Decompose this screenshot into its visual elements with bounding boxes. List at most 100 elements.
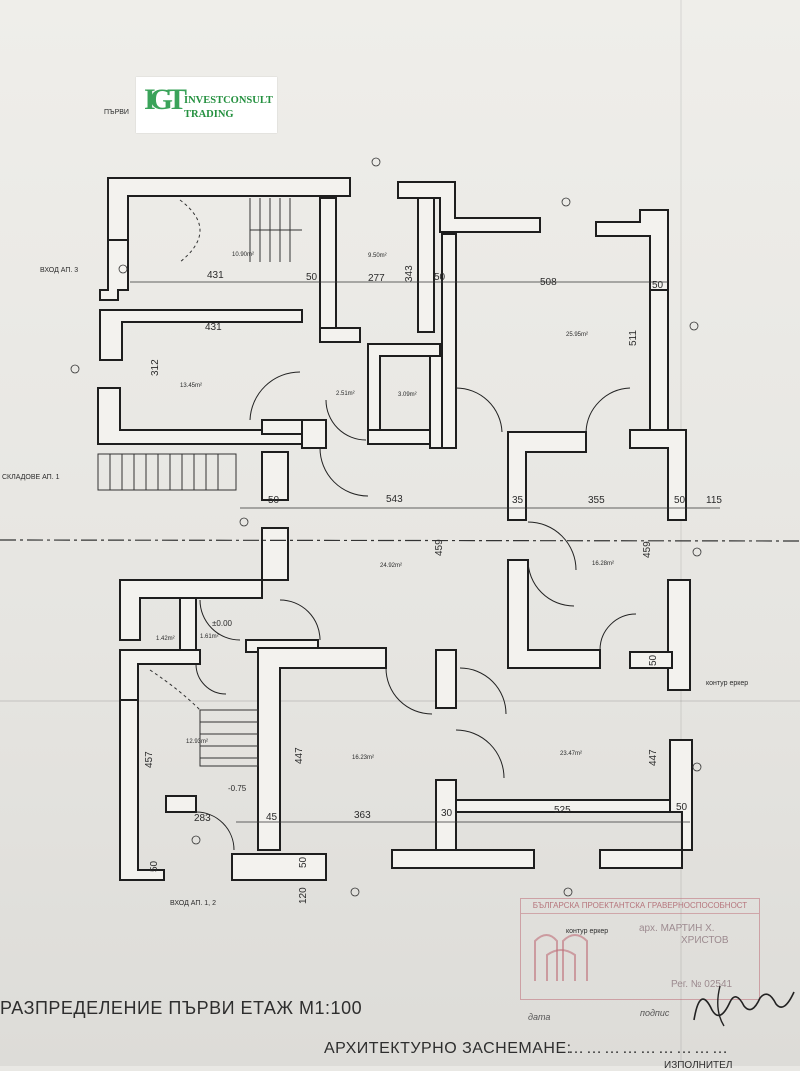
wall-int-1	[319, 197, 337, 331]
dim-label: 525	[554, 805, 571, 816]
window-marker	[563, 887, 573, 897]
wall-east-2	[629, 429, 687, 521]
stamp-reg-number: Рег. № 02541	[671, 979, 733, 990]
window-marker	[692, 762, 702, 772]
staircase-south	[149, 669, 259, 767]
signature-label: подпис	[640, 1008, 670, 1018]
door-arc	[195, 663, 227, 695]
stamp-emblem-icon	[534, 934, 588, 981]
door-arc	[199, 599, 241, 641]
room-area: 25.95m²	[566, 332, 588, 338]
window-marker	[350, 887, 360, 897]
dim-label: 50	[648, 654, 659, 666]
wall-sw-12	[455, 799, 671, 813]
wall-sw-1	[119, 579, 263, 641]
paper-fold-vertical	[680, 0, 682, 1066]
label-skladove: СКЛАДОВЕ АП. 1	[2, 474, 60, 481]
stamp-architect: арх. МАРТИН Х.	[639, 923, 715, 934]
door-arc	[585, 387, 631, 433]
wall-sw-5	[257, 647, 387, 851]
room-area: 23.47m²	[560, 751, 582, 757]
door-arc	[599, 613, 637, 651]
door-arc	[385, 667, 433, 715]
wall-east-4	[599, 739, 693, 869]
logo-line1: INVESTCONSULT	[184, 95, 273, 106]
dim-label: 431	[207, 270, 224, 281]
wall-north-left	[107, 177, 351, 241]
door-arc	[455, 387, 503, 433]
window-marker	[689, 321, 699, 331]
dim-label: 447	[294, 747, 305, 764]
room-area: 24.92m²	[380, 563, 402, 569]
room-area: 3.09m²	[398, 392, 417, 398]
stamp-architect-surname: ХРИСТОВ	[681, 935, 729, 946]
dim-label: 50	[149, 860, 160, 872]
room-area: 1.42m²	[156, 636, 175, 642]
label-kontur-erker-stamp: контур еркер	[566, 928, 609, 935]
dim-label: 543	[386, 494, 403, 505]
wall-sw-7	[119, 699, 165, 881]
dim-label: 355	[588, 495, 605, 506]
dim-label: 459	[642, 541, 653, 558]
plan-labels: ПЪРВИ ВХОД АП. 3 СКЛАДОВЕ АП. 1 ВХОД АП.…	[2, 109, 216, 907]
dimension-lines	[0, 281, 800, 823]
dim-label: 50	[676, 802, 688, 813]
wall-int-2	[319, 327, 361, 343]
dim-label: 431	[205, 322, 222, 333]
wall-mid-2	[507, 559, 601, 669]
architect-stamp: БЪЛГАРСКА ПРОЕКТАНТСКА ГРАВЕРНОСПОСОБНОС…	[520, 898, 760, 1000]
wall-int-8	[367, 429, 431, 445]
wall-mid-5	[261, 527, 289, 581]
window-marker	[191, 835, 201, 845]
door-arc	[319, 447, 369, 497]
door-arc	[195, 811, 235, 851]
wall-sw-6	[435, 649, 457, 709]
window-marker	[239, 517, 249, 527]
window-marker	[692, 547, 702, 557]
room-area: 9.50m²	[368, 253, 387, 259]
logo-line2: TRADING	[184, 109, 234, 120]
wall-east-3	[667, 579, 691, 691]
wall-west-mid	[97, 387, 303, 445]
room-area: 1.61m²	[200, 634, 219, 640]
dim-label: 45	[266, 812, 278, 823]
stamp-header: БЪЛГАРСКА ПРОЕКТАНТСКА ГРАВЕРНОСПОСОБНОС…	[521, 899, 759, 914]
dim-label: 457	[144, 751, 155, 768]
label-kontur-erker: контур еркер	[706, 680, 749, 687]
date-label: дата	[528, 1012, 551, 1022]
dim-label: 459	[434, 539, 445, 556]
dim-label: 115	[706, 495, 722, 506]
wall-east-1	[649, 289, 669, 431]
staircases	[97, 198, 302, 767]
dim-label: 30	[441, 808, 453, 819]
dim-label: 50	[434, 272, 446, 283]
dimension-labels: 431 50 277 50 508 50 431 50 543 35 355 5…	[194, 270, 722, 824]
room-area: 10.90m²	[232, 252, 254, 258]
dim-label: 120	[298, 887, 309, 904]
label-parvi: ПЪРВИ	[104, 109, 129, 116]
wall-sw-9	[231, 853, 327, 881]
dim-label: 277	[368, 273, 385, 284]
investconsult-logo: IGT INVESTCONSULT TRADING	[136, 77, 277, 133]
room-area: 16.28m²	[592, 561, 614, 567]
dim-label: 283	[194, 813, 211, 824]
room-area: 2.51m²	[336, 391, 355, 397]
signature-icon	[693, 985, 795, 1027]
wall-int-9	[441, 233, 457, 449]
dim-label: 50	[306, 272, 318, 283]
door-arc	[527, 559, 575, 607]
wall-sw-3	[119, 649, 201, 701]
window-marker	[371, 157, 381, 167]
staircase-storage	[97, 453, 237, 491]
dim-label: 50	[674, 495, 686, 506]
window-markers	[70, 157, 702, 897]
level-lower: -0.75	[228, 784, 247, 793]
wall-mid-4	[261, 451, 289, 501]
dim-label: 35	[512, 495, 524, 506]
dim-label: 312	[150, 359, 161, 376]
wall-int-3	[417, 197, 435, 333]
survey-title: АРХИТЕКТУРНО ЗАСНЕМАНЕ:	[324, 1040, 572, 1057]
label-vhod-ap3: ВХОД АП. 3	[40, 267, 78, 274]
level-ground: ±0.00	[212, 619, 233, 628]
wall-int-6	[301, 419, 327, 449]
